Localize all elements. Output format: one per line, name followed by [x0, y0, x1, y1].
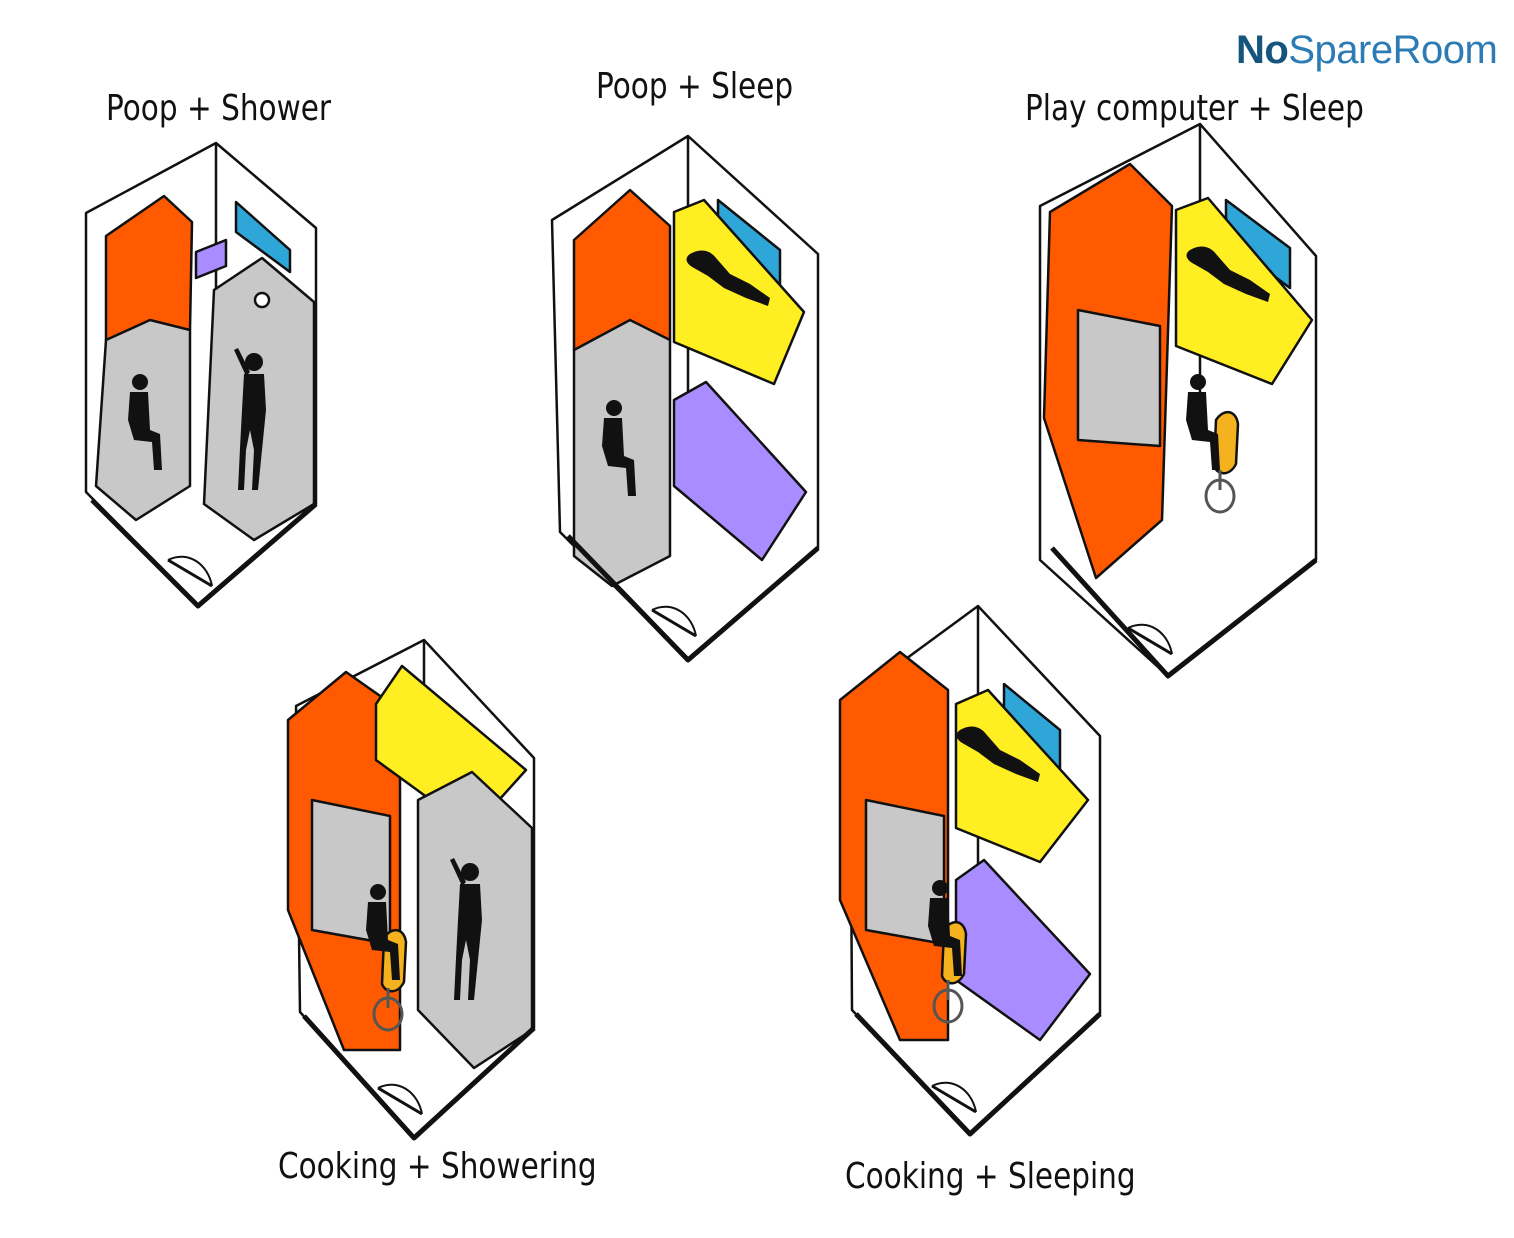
- cabinet: [104, 194, 194, 342]
- panel-poop-shower: [84, 141, 318, 609]
- logo-part-no: No: [1236, 28, 1289, 72]
- caption-cooking-sleeping: Cooking + Sleeping: [845, 1156, 1136, 1197]
- caption-play-computer-sleep: Play computer + Sleep: [1025, 88, 1364, 129]
- window-blinds: [234, 200, 292, 274]
- panel-cooking-sleeping: [838, 604, 1102, 1137]
- cabinet: [572, 188, 672, 352]
- shower-head: [253, 291, 271, 309]
- desk: [194, 238, 228, 280]
- caption-poop-sleep: Poop + Sleep: [596, 66, 794, 107]
- logo-part-spareroom: SpareRoom: [1288, 28, 1498, 72]
- panel-cooking-showering: [286, 638, 536, 1141]
- panel-play-computer-sleep: [1038, 122, 1318, 679]
- caption-poop-shower: Poop + Shower: [106, 88, 332, 129]
- nospareroom-logo: NoSpareRoom: [1236, 28, 1498, 72]
- panel-poop-sleep: [550, 134, 820, 663]
- desk: [672, 380, 808, 562]
- caption-cooking-showering: Cooking + Showering: [278, 1146, 597, 1187]
- kitchenette: [1076, 308, 1162, 448]
